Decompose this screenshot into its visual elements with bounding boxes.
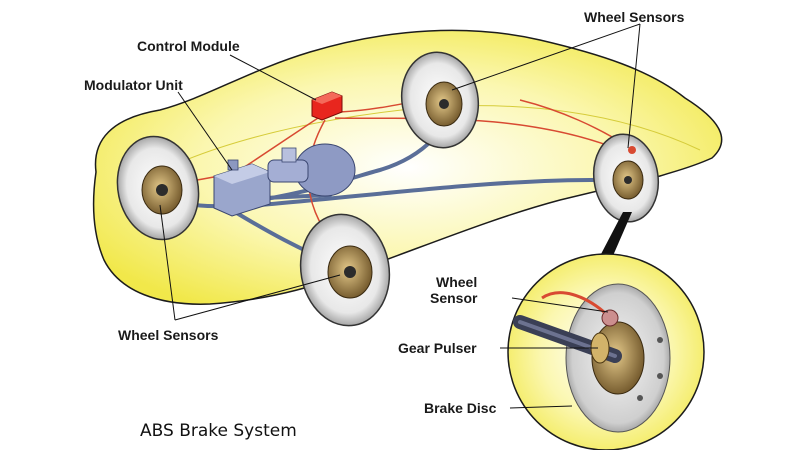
master-cylinder (267, 143, 356, 197)
wheel-sensors-bottom-label: Wheel Sensors (118, 327, 219, 343)
control-module (311, 91, 343, 121)
wheel-sensor-label-line1: Wheel (436, 274, 478, 290)
wheel-rear-right (592, 133, 660, 223)
wheel-sensor-label-line2: Sensor (430, 290, 478, 306)
callout-pointer (600, 212, 632, 258)
diagram-title: ABS Brake System (140, 421, 297, 441)
modulator-unit (213, 159, 271, 217)
car-body (92, 29, 723, 305)
detail-callout (507, 253, 705, 450)
modulator-unit-label: Modulator Unit (84, 77, 183, 93)
wheel-rear-top (400, 51, 480, 149)
wheel-sensors-top-label: Wheel Sensors (584, 9, 685, 25)
gear-pulser-label: Gear Pulser (398, 340, 477, 356)
control-module-label: Control Module (137, 38, 240, 54)
brake-disc-label: Brake Disc (424, 400, 497, 416)
wheel-front-bottom (299, 213, 391, 327)
wheel-front-left (116, 135, 200, 241)
leader-lines (159, 23, 641, 409)
